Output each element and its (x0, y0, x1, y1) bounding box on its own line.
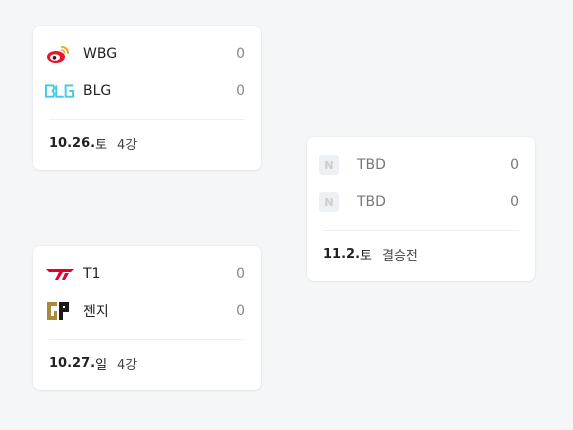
match-round: 결승전 (381, 249, 418, 264)
divider (49, 119, 245, 120)
match-round: 4강 (117, 358, 138, 373)
team-score: 0 (236, 266, 245, 282)
match-day: 토 (360, 249, 372, 264)
match-info: 10.27. 일 4강 (49, 354, 137, 373)
placeholder-logo-letter: N (319, 155, 339, 175)
placeholder-team-logo-icon: N (319, 154, 349, 176)
match-date: 10.26. (49, 136, 96, 151)
divider (49, 339, 245, 340)
match-info: 10.26. 토 4강 (49, 134, 137, 153)
team-row[interactable]: N TBD 0 (319, 154, 519, 176)
team-score: 0 (236, 303, 245, 319)
match-date: 11.2. (323, 247, 361, 262)
team-name: 젠지 (83, 304, 109, 320)
team-row[interactable]: T1 0 (45, 263, 245, 285)
team-name: TBD (357, 157, 386, 173)
match-info: 11.2. 토 결승전 (323, 245, 418, 264)
match-date: 10.27. (49, 356, 96, 371)
team-score: 0 (236, 83, 245, 99)
match-day: 토 (95, 138, 108, 153)
team-name: WBG (83, 46, 118, 62)
geng-logo-icon (45, 300, 75, 322)
divider (323, 230, 519, 231)
team-name: TBD (357, 194, 386, 210)
team-name: T1 (83, 266, 101, 282)
match-round: 4강 (117, 138, 138, 153)
team-score: 0 (236, 46, 245, 62)
match-day: 일 (95, 358, 108, 373)
match-card-semifinal-1[interactable]: WBG 0 BLG 0 10.26. 토 4강 (33, 26, 261, 170)
team-score: 0 (510, 157, 519, 173)
blg-logo-icon (45, 80, 75, 102)
team-row[interactable]: BLG 0 (45, 80, 245, 102)
placeholder-team-logo-icon: N (319, 191, 349, 213)
placeholder-logo-letter: N (319, 192, 339, 212)
t1-logo-icon (45, 263, 75, 285)
team-row[interactable]: 젠지 0 (45, 300, 245, 322)
team-row[interactable]: N TBD 0 (319, 191, 519, 213)
match-card-semifinal-2[interactable]: T1 0 젠지 0 10.27. 일 4강 (33, 246, 261, 390)
match-card-final[interactable]: N TBD 0 N TBD 0 11.2. 토 결승전 (307, 137, 535, 281)
team-row[interactable]: WBG 0 (45, 43, 245, 65)
team-name: BLG (83, 83, 112, 99)
weibo-logo-icon (45, 43, 75, 65)
team-score: 0 (510, 194, 519, 210)
